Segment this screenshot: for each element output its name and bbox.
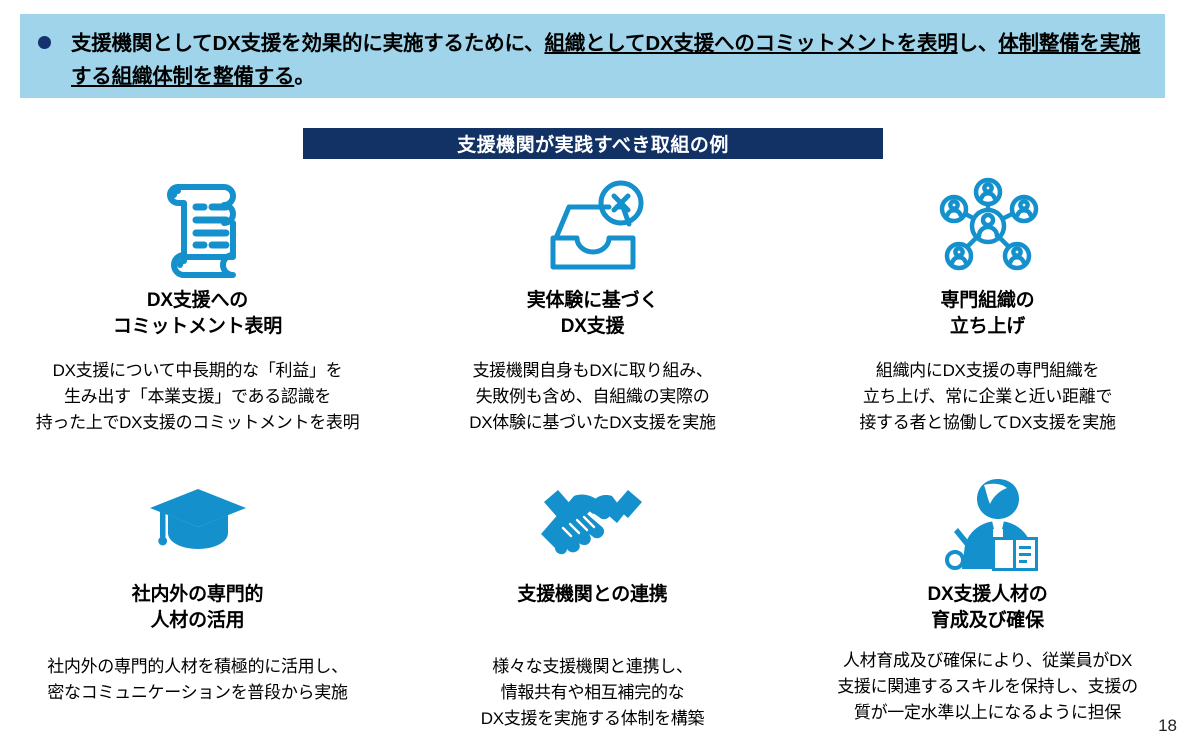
card-commitment: DX支援への コミットメント表明 DX支援について中長期的な「利益」を 生み出す… <box>0 170 395 470</box>
card-title: 専門組織の 立ち上げ <box>940 290 1035 337</box>
graduation-cap-icon <box>146 470 250 570</box>
card-specialist-talent: 社内外の専門的 人材の活用 社内外の専門的人材を積極的に活用し、 密なコミュニケ… <box>0 470 395 732</box>
handshake-icon <box>540 470 645 570</box>
card-title: DX支援への コミットメント表明 <box>112 290 283 337</box>
section-title-label: 支援機関が実践すべき取組の例 <box>457 135 729 156</box>
card-body: 社内外の専門的人材を積極的に活用し、 密なコミュニケーションを普段から実施 <box>47 657 348 702</box>
section-title-bar: 支援機関が実践すべき取組の例 <box>303 128 883 159</box>
card-collaboration: 支援機関との連携 様々な支援機関と連携し、 情報共有や相互補完的な DX支援を実… <box>395 470 790 732</box>
card-body: 支援機関自身もDXに取り組み、 失敗例も含め、自組織の実際の DX体験に基づいた… <box>469 361 716 432</box>
card-body: 人材育成及び確保により、従業員がDX 支援に関連するスキルを保持し、支援の 質が… <box>837 651 1138 722</box>
people-network-icon <box>934 170 1042 282</box>
page-number: 18 <box>1158 716 1177 735</box>
scroll-document-icon <box>150 170 246 282</box>
instructor-book-icon <box>936 470 1040 578</box>
card-body: 組織内にDX支援の専門組織を 立ち上げ、常に企業と近い距離で 接する者と協働して… <box>859 361 1116 432</box>
card-title: 支援機関との連携 <box>517 584 668 605</box>
practice-examples-grid: DX支援への コミットメント表明 DX支援について中長期的な「利益」を 生み出す… <box>0 170 1185 735</box>
banner-lead-text: 支援機関としてDX支援を効果的に実施するために、 <box>71 32 545 55</box>
card-title: 実体験に基づく DX支援 <box>526 290 659 337</box>
card-body: 様々な支援機関と連携し、 情報共有や相互補完的な DX支援を実施する体制を構築 <box>480 657 705 728</box>
card-title: DX支援人材の 育成及び確保 <box>927 584 1048 631</box>
banner-emphasis-2: 表明 <box>917 32 958 55</box>
key-message-text: 支援機関としてDX支援を効果的に実施するために、組織としてDX支援へのコミットメ… <box>71 27 1155 93</box>
inbox-error-icon <box>538 170 648 282</box>
banner-emphasis-1: 組織としてDX支援へのコミットメントを <box>544 32 918 55</box>
card-talent-development: DX支援人材の 育成及び確保 人材育成及び確保により、従業員がDX 支援に関連す… <box>790 470 1185 732</box>
banner-tail-text: 。 <box>294 65 315 88</box>
key-message-banner: 支援機関としてDX支援を効果的に実施するために、組織としてDX支援へのコミットメ… <box>20 14 1165 98</box>
card-body: DX支援について中長期的な「利益」を 生み出す「本業支援」である認識を 持った上… <box>35 361 360 432</box>
bullet-dot-icon <box>38 36 51 49</box>
card-real-experience: 実体験に基づく DX支援 支援機関自身もDXに取り組み、 失敗例も含め、自組織の… <box>395 170 790 470</box>
card-title: 社内外の専門的 人材の活用 <box>131 584 264 631</box>
banner-emphasis-3: 体制整備を実施する組織体制を整備する <box>71 32 1141 88</box>
banner-mid-text: し、 <box>957 32 999 55</box>
card-specialist-org: 専門組織の 立ち上げ 組織内にDX支援の専門組織を 立ち上げ、常に企業と近い距離… <box>790 170 1185 470</box>
